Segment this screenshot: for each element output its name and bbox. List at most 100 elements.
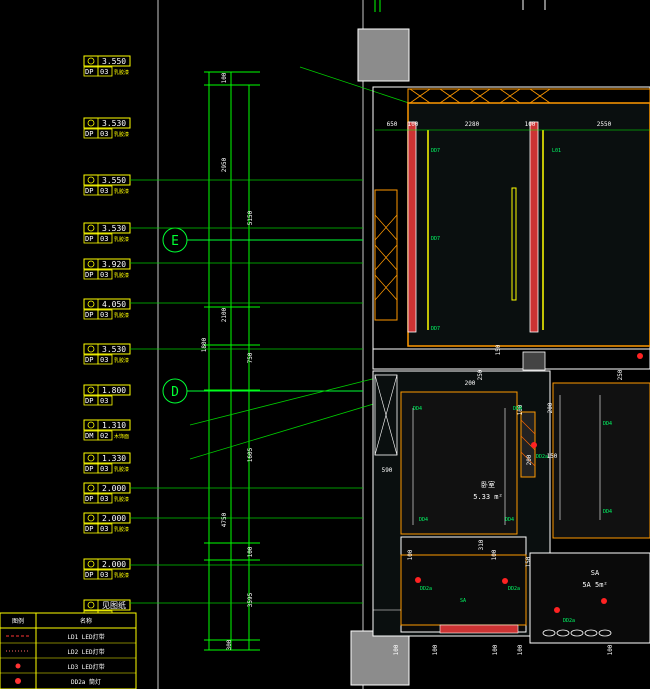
finish-code: DP [85,525,93,533]
room-area-2: 5A 5m² [582,581,607,589]
fixture-tag: DD2a [508,586,520,592]
level-value: 3.530 [102,345,126,354]
dimension-label: 100 [607,644,614,655]
level-value: 2.000 [102,514,126,523]
downlight-markers [415,353,643,613]
legend-table: 图例 名称 LD1 LED灯带 LD2 LED灯带 LD3 LED灯带 DD2a… [0,612,137,689]
legend-name-ld1: LD1 LED灯带 [67,633,104,641]
legend-name-dd2a: DD2a 筒灯 [71,678,101,686]
finish-note: 乳胶漆 [114,572,129,579]
legend-header-name: 名称 [80,617,92,625]
finish-number: 03 [100,130,108,138]
finish-note: 乳胶漆 [114,357,129,364]
legend-name-ld3: LD3 LED灯带 [67,663,104,671]
fixture-tag: DD7 [431,236,440,242]
dimension-chain [204,71,260,651]
finish-number: 03 [100,356,108,364]
finish-number: 03 [100,68,108,76]
dimension-texts: 1002950210075016054750100359530051501800… [201,72,624,655]
finish-number: 03 [100,271,108,279]
dimension-label: 2950 [221,157,228,172]
finish-note: 乳胶漆 [114,466,129,473]
dimension-label: 150 [525,556,532,567]
dimension-label: 150 [547,453,558,460]
finish-code: DP [85,187,93,195]
dimension-label: 1800 [201,337,208,352]
fixture-tag: DD7 [431,326,440,332]
finish-note: 乳胶漆 [114,188,129,195]
fixture-tag: DD4 [603,421,612,427]
dimension-label: 100 [517,644,524,655]
finish-code: DP [85,271,93,279]
dimension-label: 590 [382,467,393,474]
level-value: 见图纸 [102,600,126,610]
level-value: 1.330 [102,454,126,463]
finish-note: 木饰面 [114,433,129,440]
finish-number: 02 [100,432,108,440]
dimension-label: 1605 [247,447,254,462]
dimension-label: 750 [247,352,254,363]
dimension-label: 250 [617,369,624,380]
level-value: 3.530 [102,119,126,128]
fixture-tag: DD7 [431,148,440,154]
level-value: 4.050 [102,300,126,309]
lower-rooms [372,370,650,644]
finish-number: 03 [100,235,108,243]
finish-number: 03 [100,495,108,503]
finish-code: DM [85,432,93,440]
dimension-label: 100 [525,121,536,128]
finish-code: DP [85,495,93,503]
finish-note: 乳胶漆 [114,496,129,503]
column-top [357,28,410,82]
level-value: 2.000 [102,484,126,493]
dimension-label: 650 [387,121,398,128]
dimension-label: 100 [407,549,414,560]
level-value: 2.000 [102,560,126,569]
dimension-label: 150 [495,344,502,355]
dimension-label: 100 [492,644,499,655]
curtain-rail-left [407,121,417,333]
dimension-label: 100 [432,644,439,655]
dimension-label: 310 [478,539,485,550]
finish-code: DP [85,356,93,364]
level-value: 3.550 [102,57,126,66]
level-value: 3.550 [102,176,126,185]
upper-room [372,86,650,350]
legend-header-symbol: 图例 [12,617,24,625]
dimension-label: 2550 [597,121,612,128]
dimension-label: 100 [221,72,228,83]
dimension-label: 100 [517,404,524,415]
fixture-tag: DD2a [536,454,548,460]
dimension-label: 3595 [247,592,254,607]
axis-d-label: D [171,385,179,400]
legend-symbol-dd2a [15,678,21,684]
curtain-rail-right [529,121,539,333]
room-name-1: 卧室 [481,480,495,489]
axis-e-label: E [171,234,179,249]
room-area-1: 5.33 m² [473,493,503,501]
level-value: 1.800 [102,386,126,395]
finish-number: 03 [100,311,108,319]
finish-code: DP [85,68,93,76]
finish-code: DP [85,235,93,243]
finish-code: DP [85,465,93,473]
dimension-label: 200 [547,402,554,413]
finish-number: 03 [100,465,108,473]
finish-note: 乳胶漆 [114,236,129,243]
fixture-tag: SA [460,598,466,604]
dimension-label: 100 [408,121,419,128]
finish-number: 03 [100,571,108,579]
level-value: 3.530 [102,224,126,233]
dimension-label: 4750 [221,512,228,527]
